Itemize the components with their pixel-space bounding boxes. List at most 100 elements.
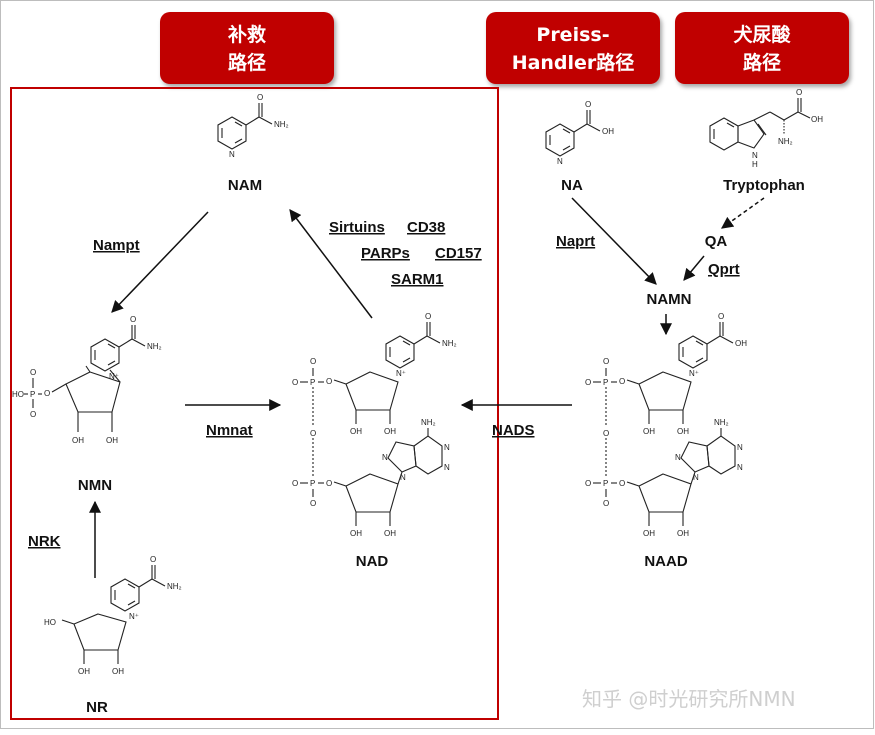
label-nad: NAD <box>356 553 389 570</box>
nam-n-atom: N <box>229 150 235 159</box>
arrow-qa-to-namn <box>683 255 705 281</box>
svg-text:O: O <box>603 357 609 366</box>
svg-text:N: N <box>400 473 406 482</box>
header-kynurenine-line1: 犬尿酸 <box>733 23 791 46</box>
naad-structure: O OH N⁺ OH OH O P O O O P O O O OH OH <box>585 312 747 538</box>
nad-structure: O NH₂ N⁺ OH OH O P O O O P O O O OH OH <box>292 312 457 538</box>
header-preiss-handler: Preiss- Handler路径 <box>486 12 660 84</box>
svg-text:OH: OH <box>78 667 90 676</box>
svg-text:NH₂: NH₂ <box>442 339 457 348</box>
svg-text:O: O <box>585 479 591 488</box>
svg-text:O: O <box>130 315 136 324</box>
svg-text:O: O <box>292 479 298 488</box>
svg-text:P: P <box>310 378 315 387</box>
enzyme-sirtuins: Sirtuins <box>329 219 385 236</box>
header-kynurenine: 犬尿酸 路径 <box>675 12 849 84</box>
svg-text:OH: OH <box>112 667 124 676</box>
header-preiss-line1: Preiss- <box>536 24 609 46</box>
nmn-structure: O NH₂ N⁺ OH OH O P O O HO <box>12 315 162 445</box>
nam-o-atom: O <box>257 93 263 102</box>
svg-text:O: O <box>310 499 316 508</box>
svg-text:O: O <box>326 377 332 386</box>
svg-text:O: O <box>310 357 316 366</box>
svg-text:N: N <box>444 443 450 452</box>
svg-text:O: O <box>796 88 802 97</box>
svg-text:N: N <box>737 443 743 452</box>
svg-text:O: O <box>619 479 625 488</box>
enzyme-naprt: Naprt <box>556 233 595 250</box>
enzyme-sarm1: SARM1 <box>391 271 444 288</box>
svg-text:N: N <box>444 463 450 472</box>
arrow-nam-to-nmn <box>111 211 209 313</box>
svg-text:O: O <box>603 429 609 438</box>
svg-text:P: P <box>603 378 608 387</box>
arrow-tryptophan-to-qa <box>721 197 765 229</box>
svg-text:O: O <box>585 378 591 387</box>
svg-text:NH₂: NH₂ <box>778 137 793 146</box>
watermark-text: 知乎 @时光研究所NMN <box>582 687 796 711</box>
header-preiss-line2: Handler路径 <box>512 51 635 74</box>
svg-text:N: N <box>382 453 388 462</box>
svg-text:P: P <box>603 479 608 488</box>
enzyme-nmnat: Nmnat <box>206 422 253 439</box>
svg-text:O: O <box>150 555 156 564</box>
svg-text:N: N <box>693 473 699 482</box>
label-nr: NR <box>86 699 108 716</box>
header-salvage: 补救 路径 <box>160 12 334 84</box>
svg-text:NH₂: NH₂ <box>167 582 182 591</box>
svg-text:O: O <box>310 429 316 438</box>
svg-text:O: O <box>425 312 431 321</box>
svg-text:N: N <box>557 157 563 166</box>
enzyme-qprt: Qprt <box>708 261 740 278</box>
svg-text:O: O <box>44 389 50 398</box>
svg-text:P: P <box>30 390 35 399</box>
enzyme-cd157: CD157 <box>435 245 482 262</box>
arrow-nad-to-nam <box>289 209 373 319</box>
svg-text:N: N <box>737 463 743 472</box>
header-kynurenine-line2: 路径 <box>743 51 781 74</box>
svg-text:N⁺: N⁺ <box>109 372 119 381</box>
label-na: NA <box>561 177 583 194</box>
arrow-na-to-namn <box>571 197 657 285</box>
svg-text:H: H <box>752 160 758 169</box>
label-tryptophan: Tryptophan <box>723 177 805 194</box>
label-namn: NAMN <box>647 291 692 308</box>
svg-text:NH₂: NH₂ <box>714 418 729 427</box>
na-structure: O OH N <box>545 100 614 166</box>
svg-text:OH: OH <box>811 115 823 124</box>
svg-text:OH: OH <box>677 427 689 436</box>
salvage-pathway-box <box>10 87 499 720</box>
svg-text:O: O <box>292 378 298 387</box>
nam-nh2-atom: NH₂ <box>274 120 289 129</box>
svg-text:OH: OH <box>735 339 747 348</box>
svg-text:NH₂: NH₂ <box>147 342 162 351</box>
label-nam: NAM <box>228 177 262 194</box>
svg-text:O: O <box>603 499 609 508</box>
svg-text:OH: OH <box>384 427 396 436</box>
svg-text:N: N <box>675 453 681 462</box>
enzyme-nampt: Nampt <box>93 237 140 254</box>
svg-text:OH: OH <box>350 427 362 436</box>
svg-text:O: O <box>30 410 36 419</box>
nam-structure: O NH₂ N <box>217 93 289 159</box>
nr-structure: O NH₂ N⁺ OH OH HO <box>44 555 182 676</box>
enzyme-nads: NADS <box>492 422 535 439</box>
svg-text:OH: OH <box>350 529 362 538</box>
svg-text:O: O <box>326 479 332 488</box>
svg-text:N⁺: N⁺ <box>396 369 406 378</box>
svg-text:HO: HO <box>44 618 56 627</box>
label-qa: QA <box>705 233 728 250</box>
label-naad: NAAD <box>644 553 687 570</box>
svg-text:O: O <box>718 312 724 321</box>
tryptophan-structure: N H O OH NH₂ <box>709 88 823 169</box>
header-salvage-line2: 路径 <box>228 51 266 74</box>
svg-text:NH₂: NH₂ <box>421 418 436 427</box>
svg-text:OH: OH <box>643 529 655 538</box>
svg-text:N: N <box>752 151 758 160</box>
svg-text:OH: OH <box>384 529 396 538</box>
svg-text:O: O <box>30 368 36 377</box>
label-nmn: NMN <box>78 477 112 494</box>
